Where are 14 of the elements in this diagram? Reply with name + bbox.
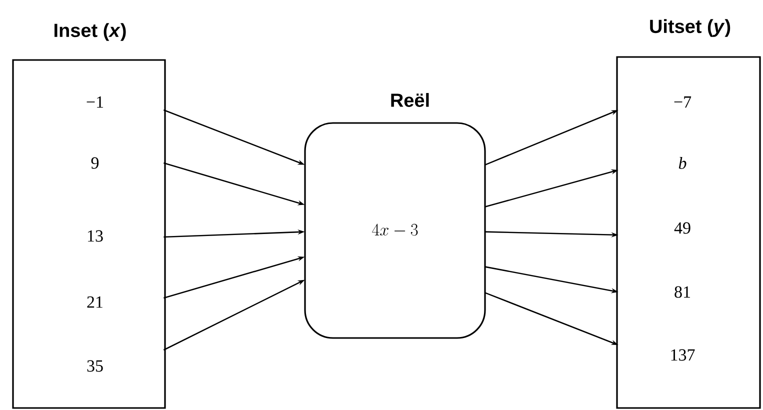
- value-text: −7: [674, 96, 692, 108]
- value-text: 137: [671, 349, 695, 361]
- value-text: −1: [86, 96, 104, 108]
- formula-text: $4x - 3$: [372, 224, 418, 236]
- heading: Reël: [391, 93, 429, 107]
- heading: Inset (x): [54, 23, 126, 41]
- value-text: 81: [674, 286, 690, 298]
- value-text: 13: [88, 230, 103, 242]
- value-text: 21: [87, 296, 102, 308]
- value-text: 49: [674, 222, 690, 234]
- value-text: b: [678, 157, 686, 169]
- heading: Uitset (y): [650, 19, 730, 37]
- value-text: 35: [87, 360, 103, 372]
- value-text: 9: [91, 157, 99, 169]
